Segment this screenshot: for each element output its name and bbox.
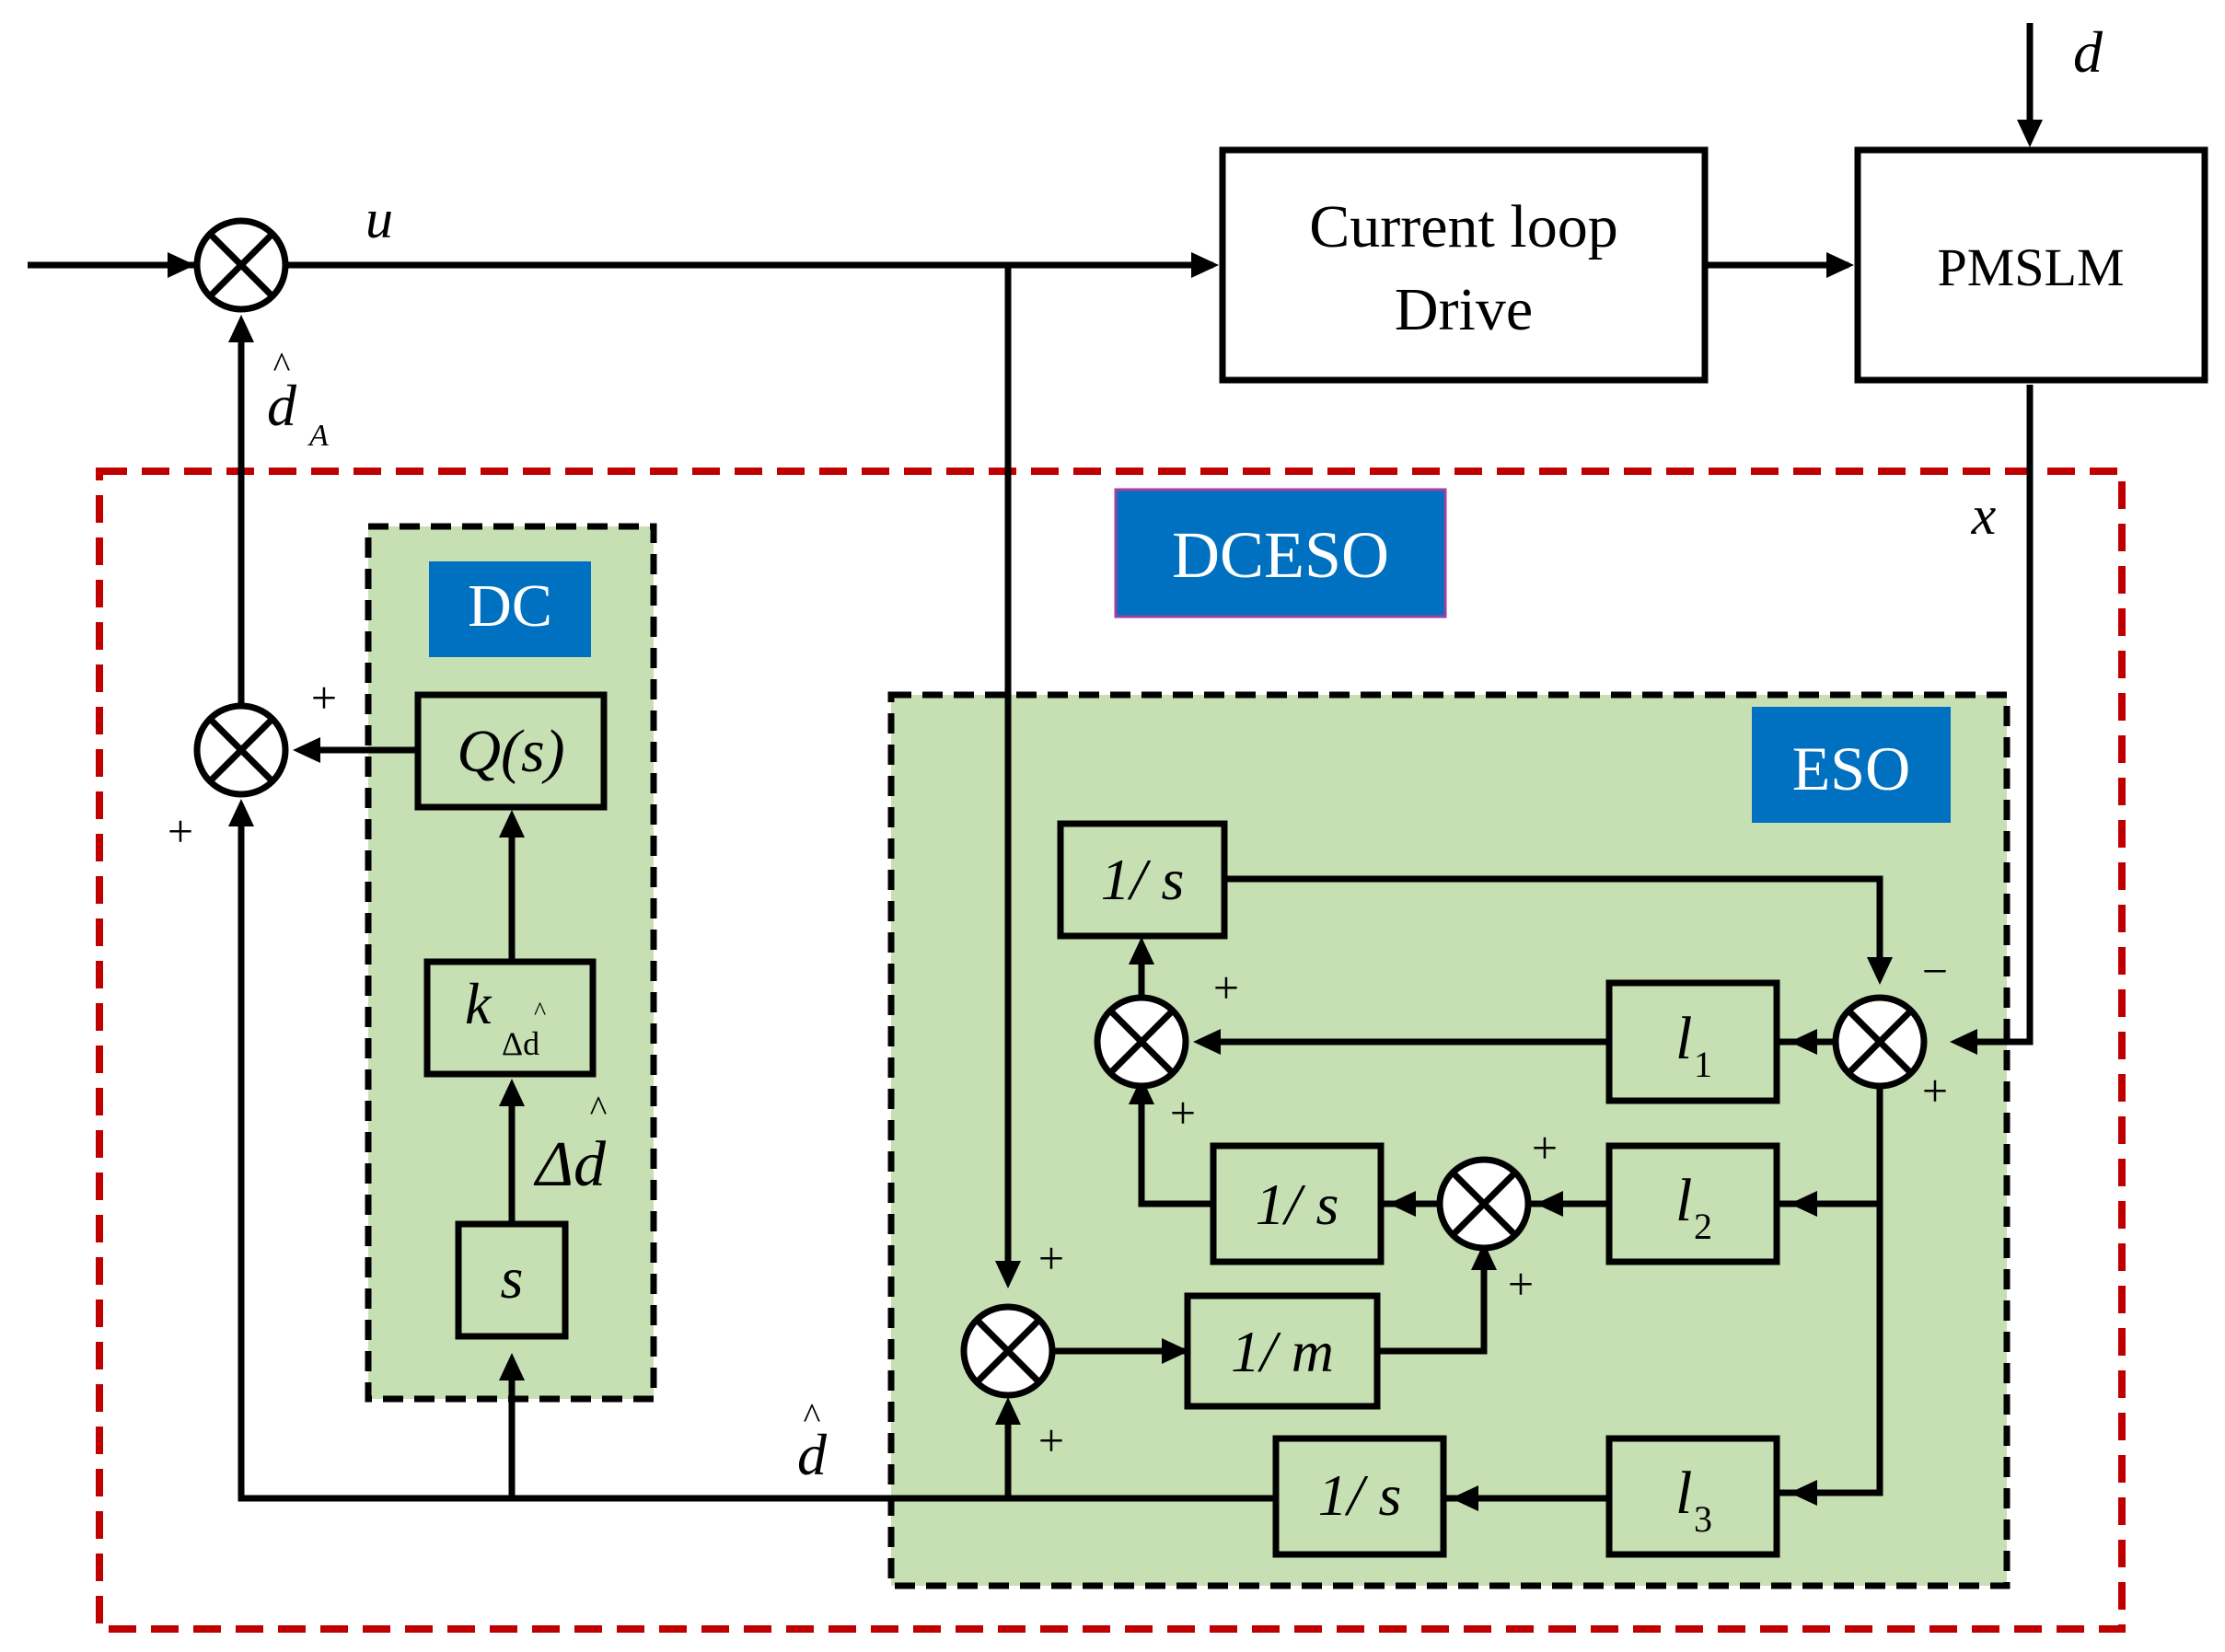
current-loop-drive-block: Current loop Drive [1219, 146, 1709, 384]
int-to-suma-wire [1138, 1091, 1213, 1207]
sign-plus: + [168, 805, 193, 857]
l1-block: l 1 [1605, 979, 1780, 1104]
l1-subscript: 1 [1694, 1044, 1712, 1085]
svg-text:d: d [797, 1422, 828, 1487]
error-summing-junction [1832, 994, 1928, 1090]
arrowhead [2017, 120, 2043, 147]
dc-label: DC [468, 572, 552, 640]
mass-inverse-label: 1/ m [1231, 1319, 1334, 1384]
svg-text:d: d [267, 373, 297, 438]
pmslm-block: PMSLM [1854, 146, 2208, 384]
arrowhead [1162, 1338, 1189, 1364]
svg-text:A: A [307, 419, 329, 453]
d-signal-label: d [2073, 19, 2103, 85]
dc-badge: DC [429, 561, 591, 657]
k-gain-hat: ^ [534, 998, 546, 1026]
integrator-top-label: 1/ s [1101, 847, 1185, 912]
d-hat-a-label: ^ d A [267, 344, 329, 453]
arrowhead [1826, 252, 1854, 278]
svg-text:^: ^ [590, 1088, 608, 1129]
arrowhead [1867, 957, 1893, 985]
l3-block: l 3 [1605, 1435, 1780, 1558]
q-of-s-label: Q(s) [457, 718, 564, 785]
dceso-label: DCESO [1172, 518, 1389, 592]
estimate-summing-junction [1094, 994, 1189, 1090]
arrowhead [1129, 937, 1154, 965]
delta-d-hat-label: ^ Δd [533, 1088, 608, 1200]
arrowhead [1950, 1029, 1977, 1055]
x-wire [1963, 385, 2034, 1045]
k-gain-subscript: Δd [502, 1025, 539, 1062]
x-signal-label: x [1971, 485, 1997, 546]
velocity-summing-junction [1436, 1156, 1532, 1252]
arrowhead [1388, 1191, 1416, 1217]
l2-subscript: 2 [1694, 1206, 1712, 1247]
mass-inverse-block: 1/ m [1184, 1292, 1381, 1410]
sign-plus: + [311, 672, 337, 723]
svg-text:^: ^ [273, 344, 291, 386]
svg-text:Δd: Δd [533, 1129, 607, 1200]
arrowhead [168, 252, 195, 278]
k-gain-label: k [465, 971, 493, 1036]
arrowhead [499, 1353, 525, 1381]
integrator-mid-label: 1/ s [1256, 1172, 1339, 1237]
top-summing-junction [193, 217, 289, 313]
sign-plus: + [1170, 1087, 1196, 1138]
eso-badge: ESO [1752, 707, 1951, 823]
dceso-region [96, 468, 2126, 1633]
arrowhead [1193, 1029, 1221, 1055]
dceso-badge: DCESO [1114, 488, 1447, 618]
arrowhead [228, 799, 254, 826]
l1-label: l [1675, 1005, 1692, 1072]
sign-plus: + [1508, 1258, 1534, 1310]
integrator-top-block: 1/ s [1057, 820, 1228, 940]
current-loop-label: Current loop [1309, 193, 1617, 260]
arrowhead [995, 1261, 1021, 1288]
arrowhead [1790, 1480, 1817, 1506]
arrowhead [1471, 1242, 1497, 1270]
d-hat-wire [238, 814, 1276, 1502]
u-signal-label: u [365, 189, 393, 249]
sign-plus: + [1532, 1122, 1558, 1173]
eso-label: ESO [1792, 734, 1910, 803]
integrator-mid-block: 1/ s [1210, 1142, 1385, 1265]
l3-label: l [1675, 1460, 1692, 1527]
input-summing-junction [960, 1303, 1056, 1399]
drive-label: Drive [1395, 276, 1533, 343]
integrator-bottom-block: 1/ s [1272, 1435, 1447, 1558]
dc-summing-junction [193, 702, 289, 798]
sign-minus: − [1922, 945, 1948, 997]
arrowhead [293, 737, 320, 763]
arrowhead [1191, 252, 1219, 278]
eso-feedback-wire [1224, 875, 1883, 965]
pmslm-label: PMSLM [1937, 237, 2124, 297]
s-label: s [501, 1245, 524, 1311]
l2-label: l [1675, 1167, 1692, 1234]
integrator-bottom-label: 1/ s [1318, 1462, 1402, 1528]
arrowhead [1790, 1191, 1817, 1217]
arrowhead [1790, 1029, 1817, 1055]
l3-subscript: 3 [1694, 1498, 1712, 1540]
m-to-sumb-wire [1379, 1252, 1488, 1355]
sign-plus: + [1213, 962, 1239, 1013]
arrowhead [995, 1397, 1021, 1425]
arrowhead [499, 810, 525, 838]
sign-plus: + [1922, 1065, 1948, 1116]
arrowhead [499, 1079, 525, 1106]
k-gain-block: k Δd ^ [423, 958, 597, 1078]
arrowhead [1451, 1485, 1478, 1511]
sign-plus: + [1038, 1415, 1064, 1466]
sign-plus: + [1038, 1232, 1064, 1284]
l2-block: l 2 [1605, 1142, 1780, 1265]
s-block: s [455, 1220, 569, 1340]
q-of-s-block: Q(s) [414, 691, 608, 811]
arrowhead [1129, 1077, 1154, 1104]
arrowhead [228, 315, 254, 342]
d-hat-label: ^ d [797, 1395, 828, 1487]
arrowhead [1535, 1191, 1563, 1217]
svg-text:^: ^ [804, 1395, 821, 1437]
